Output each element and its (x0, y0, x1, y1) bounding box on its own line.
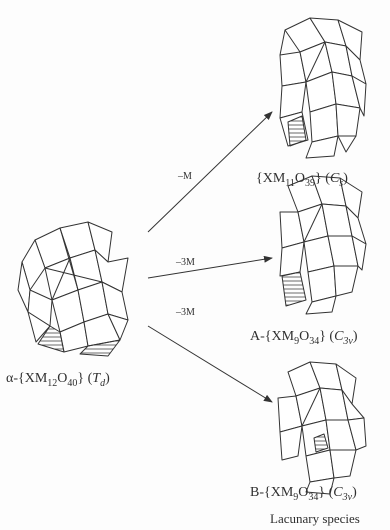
trilacunary-a-polyhedron (280, 176, 366, 314)
formula-trilacunary-b: B-{XM9O34} (C3v) (250, 486, 357, 500)
formula-monolacunary: {XM11O39} (Cs) (256, 172, 348, 186)
arrow-label-minus-3m-a: –3M (176, 258, 195, 268)
arrow-label-minus-3m-b: –3M (176, 308, 195, 318)
formula-trilacunary-a: A-{XM9O34} (C3v) (250, 330, 358, 344)
monolacunary-polyhedron (280, 18, 366, 158)
trilacunary-b-polyhedron (278, 362, 366, 494)
arrow-to-trilacunary-a (148, 258, 272, 278)
arrow-label-minus-m: –M (178, 172, 192, 182)
arrow-to-monolacunary (148, 112, 272, 232)
keggin-polyhedron (18, 222, 128, 356)
caption-lacunary-species: Lacunary species (270, 512, 360, 525)
formula-keggin: α-{XM12O40} (Td) (6, 372, 110, 386)
